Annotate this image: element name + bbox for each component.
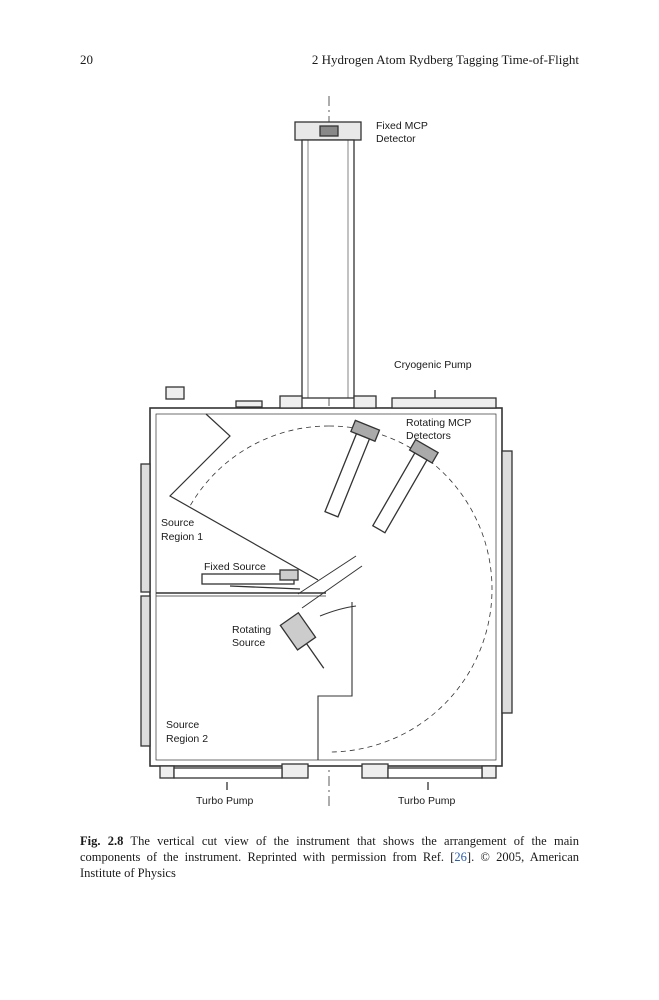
region2-partition: [317, 602, 353, 760]
rotation-arc: [328, 425, 493, 753]
page-number: 20: [80, 52, 93, 67]
rotating-mcp-detector-2: [371, 438, 440, 534]
turbo-pump-right: [387, 767, 483, 779]
label-source-region2-2: Region 2: [166, 733, 208, 745]
rotating-mcp-detector-1: [324, 419, 381, 518]
instrument-diagram-svg: Fixed MCP Detector Cryogenic Pump Rotati…: [140, 96, 513, 808]
label-rotating-source-1: Rotating: [232, 624, 271, 636]
label-source-region1-2: Region 1: [161, 531, 203, 543]
figure-caption: Fig. 2.8 The vertical cut view of the in…: [80, 833, 579, 881]
label-rotating-source-2: Source: [232, 637, 265, 649]
label-source-region2-1: Source: [166, 719, 199, 731]
running-title: 2 Hydrogen Atom Rydberg Tagging Time-of-…: [311, 52, 579, 67]
reference-link[interactable]: 26: [454, 850, 467, 864]
label-fixed-mcp-2: Detector: [376, 133, 416, 145]
label-source-region1-1: Source: [161, 517, 194, 529]
source-region1-baffle: [169, 413, 319, 581]
rotating-source: [279, 611, 325, 669]
instrument-diagram: Fixed MCP Detector Cryogenic Pump Rotati…: [130, 96, 530, 816]
flight-tube: [301, 139, 355, 399]
caption-text-2: ]. © 2005, American Institute of Physics: [80, 850, 579, 880]
fixed-mcp-detector: [319, 125, 339, 137]
label-rotating-mcp-2: Detectors: [406, 430, 451, 442]
label-rotating-mcp-1: Rotating MCP: [406, 417, 471, 429]
label-fixed-source: Fixed Source: [204, 561, 266, 573]
caption-text-1: The vertical cut view of the instrument …: [80, 834, 579, 864]
cryogenic-pump-flange: [391, 397, 497, 409]
turbo-pump-left: [173, 767, 283, 779]
label-cryogenic-pump: Cryogenic Pump: [394, 359, 472, 371]
chamber-wall: [149, 407, 503, 767]
caption-label: Fig. 2.8: [80, 834, 124, 848]
label-turbo-pump-right: Turbo Pump: [398, 795, 456, 807]
label-fixed-mcp-1: Fixed MCP: [376, 120, 428, 132]
label-turbo-pump-left: Turbo Pump: [196, 795, 254, 807]
running-head: 20 2 Hydrogen Atom Rydberg Tagging Time-…: [80, 52, 579, 70]
